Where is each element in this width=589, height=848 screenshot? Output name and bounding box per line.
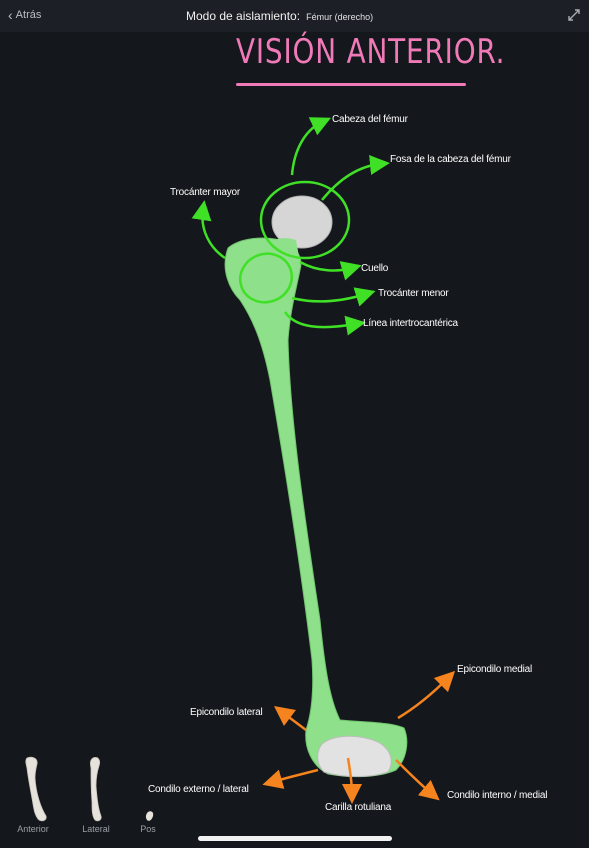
label-cuello: Cuello (361, 263, 389, 274)
arrow-cuello (299, 260, 362, 281)
arrow-linea (283, 311, 366, 336)
label-fosa-cabeza: Fosa de la cabeza del fémur (390, 154, 511, 165)
expand-icon[interactable] (566, 7, 582, 23)
annotation-underline (236, 83, 466, 86)
arrow-epi-lateral (274, 705, 307, 731)
mode-value: Fémur (derecho) (306, 12, 374, 22)
label-condilo-externo: Condilo externo / lateral (148, 784, 249, 795)
top-bar: ‹ Atrás Modo de aislamiento: Fémur (derec… (0, 0, 589, 32)
back-label: Atrás (15, 9, 42, 21)
label-trocanter-menor: Trocánter menor (378, 288, 449, 299)
patellar-surface (317, 735, 392, 777)
label-epicondilo-lateral: Epicondilo lateral (190, 707, 263, 718)
femur-head (271, 195, 333, 249)
view-posterior-label: Pos (140, 824, 156, 834)
femur-posterior-thumb-icon (145, 811, 154, 821)
arrow-condilo-interno (395, 759, 440, 801)
home-indicator[interactable] (198, 836, 392, 841)
femur-anterior-thumb-icon (25, 756, 47, 822)
label-condilo-interno: Condilo interno / medial (447, 790, 548, 801)
label-carilla-rotuliana: Carilla rotuliana (325, 802, 392, 813)
label-cabeza-femur: Cabeza del fémur (332, 114, 408, 125)
femur-bone (224, 237, 408, 778)
view-lateral-label: Lateral (82, 824, 110, 834)
chevron-left-icon: ‹ (8, 7, 13, 23)
annotation-title: VISIÓN ANTERIOR. (236, 32, 506, 72)
label-trocanter-mayor: Trocánter mayor (170, 187, 240, 198)
arrow-condilo-externo (262, 768, 319, 789)
view-anterior-label: Anterior (17, 824, 49, 834)
label-linea-intertrocanterica: Línea intertrocantérica (363, 318, 458, 329)
view-anterior-button[interactable]: Anterior (8, 754, 58, 834)
femur-lateral-thumb-icon (90, 757, 102, 822)
mode-title: Modo de aislamiento: Fémur (derecho) (186, 9, 373, 23)
neck-circle (238, 252, 294, 304)
mode-label: Modo de aislamiento: (186, 9, 301, 23)
arrow-cabeza (290, 117, 332, 176)
arrow-carilla (341, 757, 362, 804)
head-circle (259, 180, 351, 260)
view-lateral-button[interactable]: Lateral (71, 754, 121, 834)
arrow-trocanter-mayor (191, 200, 226, 260)
arrow-trocanter-menor (291, 287, 376, 307)
arrow-epi-medial (397, 670, 456, 720)
arrow-fosa (321, 155, 390, 201)
view-posterior-button[interactable]: Pos (126, 754, 170, 834)
back-button[interactable]: ‹ Atrás (8, 7, 42, 23)
label-epicondilo-medial: Epicondilo medial (457, 664, 532, 675)
